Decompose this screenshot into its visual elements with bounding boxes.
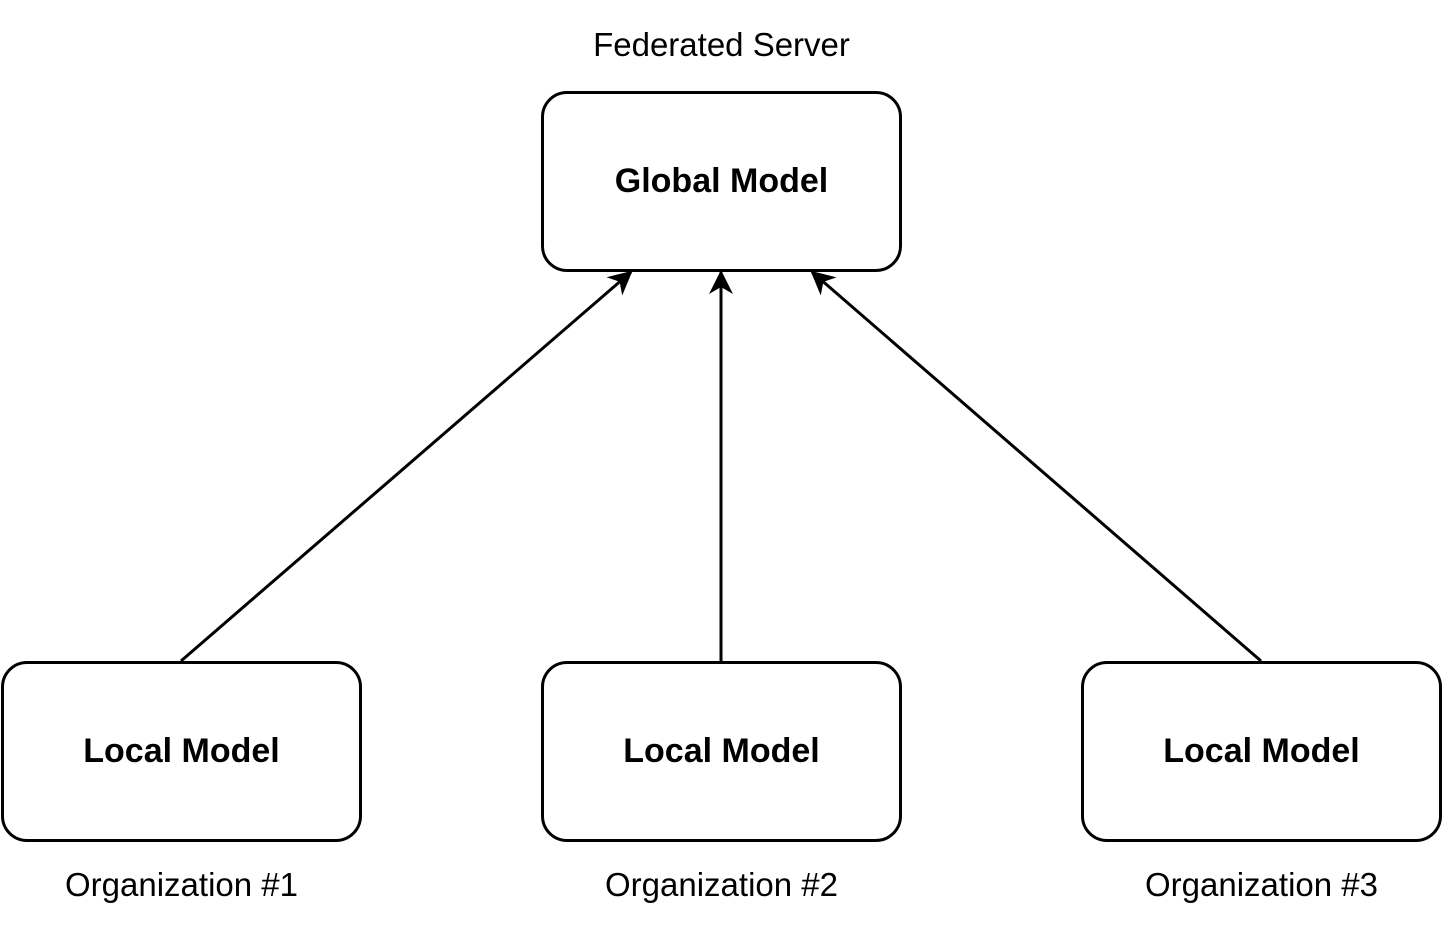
global-model-label: Global Model [614,162,829,200]
server-caption: Federated Server [593,26,850,63]
edge-org3-to-server [810,270,1262,663]
local-model-node-org3[interactable]: Local Model [1081,661,1442,842]
organization-caption-2: Organization #2 [605,866,838,903]
organization-caption-3: Organization #3 [1145,866,1378,903]
edge-org1-to-server [180,270,633,663]
local-model-label: Local Model [83,732,280,770]
local-model-label: Local Model [1163,732,1360,770]
local-model-label: Local Model [623,732,820,770]
global-model-node[interactable]: Global Model [541,91,902,272]
organization-caption-1: Organization #1 [65,866,298,903]
local-model-node-org2[interactable]: Local Model [541,661,902,842]
local-model-node-org1[interactable]: Local Model [1,661,362,842]
